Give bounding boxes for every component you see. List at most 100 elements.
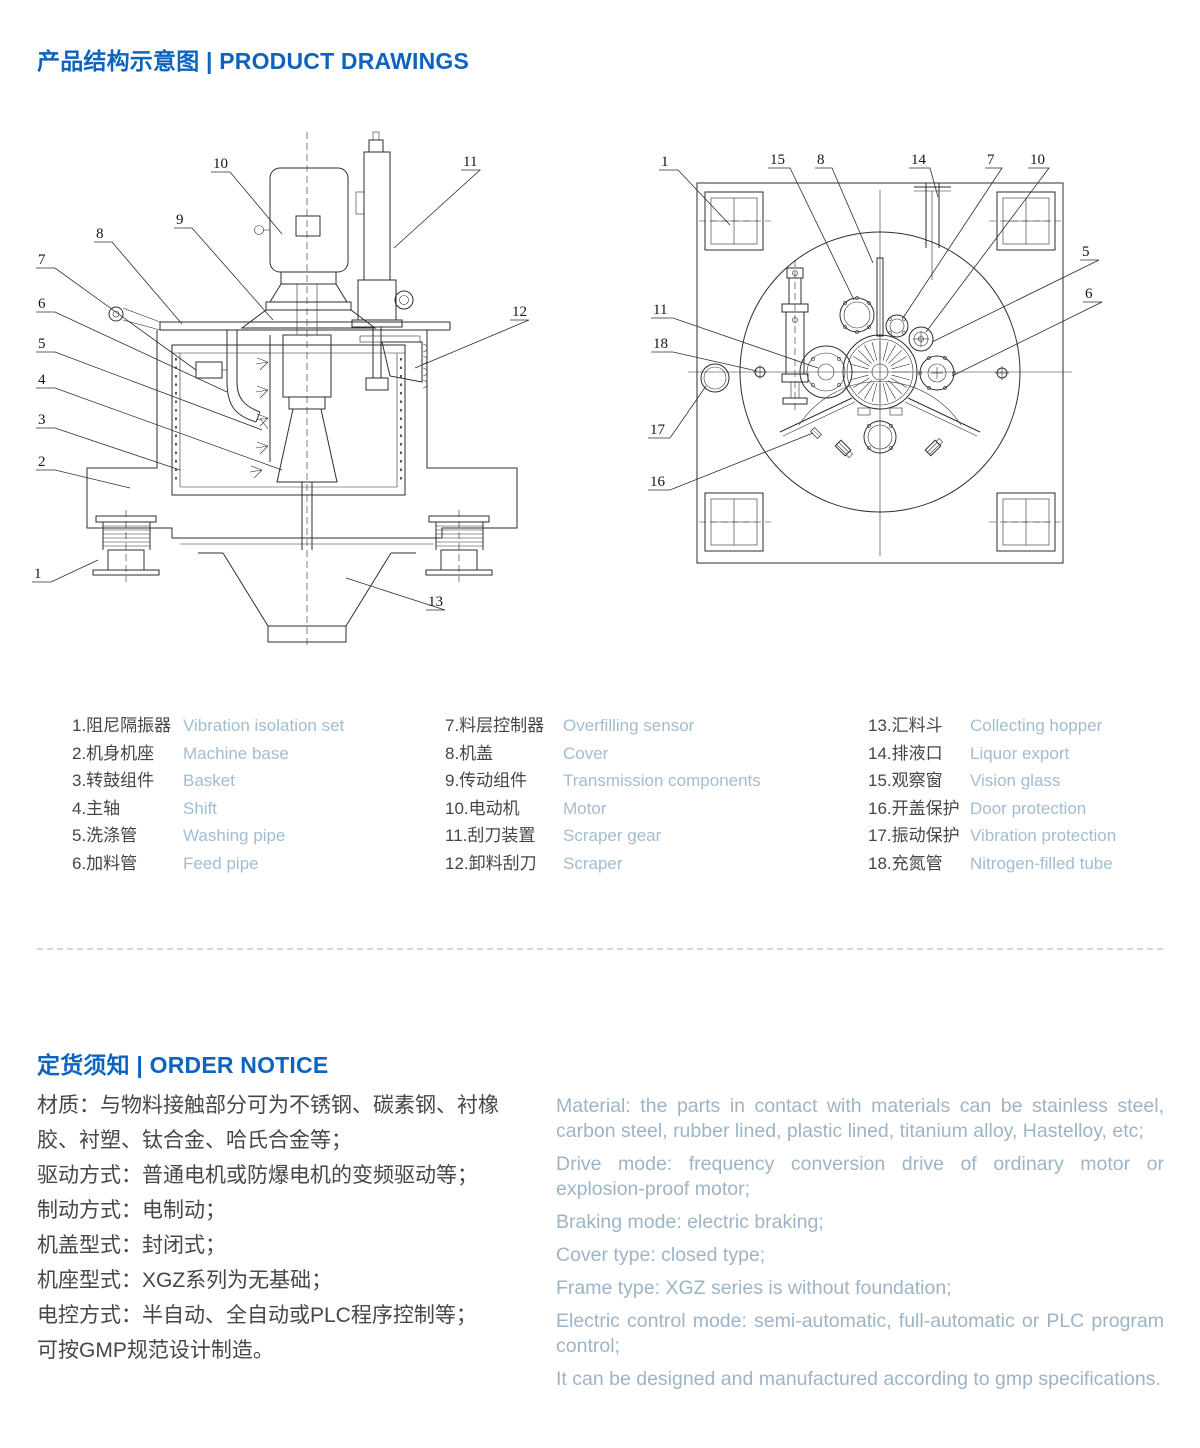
notice-cn-material: 材质：与物料接触部分可为不锈钢、碳素钢、衬橡胶、衬塑、钛合金、哈氏合金等； — [37, 1094, 499, 1152]
legend-cn: 17.振动保护 — [868, 826, 960, 845]
legend-cn: 10.电动机 — [445, 798, 520, 818]
notice-en-drive: Drive mode: frequency conversion drive o… — [556, 1153, 1164, 1200]
small-flange — [908, 326, 934, 352]
side-view-callouts: 10 11 9 8 7 6 5 4 3 2 1 12 13 — [32, 154, 530, 611]
legend-cn: 4.主轴 — [72, 798, 121, 818]
legend-item: 12.卸料刮刀 Scraper — [445, 850, 761, 878]
callout-3: 3 — [38, 412, 46, 428]
callout-1: 1 — [34, 566, 42, 582]
legend-item: 6.加料管 Feed pipe — [72, 850, 344, 878]
legend-item: 13.汇料斗 Collecting hopper — [868, 712, 1116, 740]
legend-en: Shift — [183, 798, 218, 818]
legend-en: Vibration protection — [970, 826, 1117, 845]
legend-cn: 9.传动组件 — [445, 771, 528, 790]
notice-en-control: Electric control mode: semi-automatic, f… — [556, 1310, 1164, 1357]
overfill-sensor — [195, 361, 227, 379]
legend-en: Cover — [563, 743, 609, 763]
motor-fan — [842, 257, 918, 416]
notice-cn-cover: 机盖型式：封闭式； — [37, 1234, 226, 1257]
nitrogen-port — [753, 365, 767, 379]
basket — [171, 344, 406, 496]
callout-18: 18 — [653, 336, 668, 352]
corner-window-bottom-right — [989, 492, 1061, 552]
legend-en: Washing pipe — [183, 826, 286, 845]
callout-13: 13 — [428, 594, 443, 610]
vibration-isolator-right — [425, 510, 493, 582]
product-drawings-title: 产品结构示意图 | PRODUCT DRAWINGS — [37, 48, 470, 74]
legend-column-1: 1.阻尼隔振器 Vibration isolation set 2.机身机座 Mac… — [72, 712, 344, 877]
legend-cn: 15.观察窗 — [868, 771, 943, 790]
section-divider — [37, 948, 1163, 950]
legend-en: Transmission components — [563, 771, 761, 790]
base-plate — [696, 182, 1064, 564]
motor — [254, 167, 352, 311]
bottom-port — [863, 420, 897, 454]
legend-en: Scraper — [563, 853, 623, 873]
top-view-drawing: 1 15 8 14 7 10 5 6 11 18 17 16 — [648, 152, 1103, 564]
feed-pipe — [226, 330, 269, 430]
order-notice-chinese: 材质：与物料接触部分可为不锈钢、碳素钢、衬橡胶、衬塑、钛合金、哈氏合金等； 驱动… — [37, 1088, 519, 1368]
legend-en: Overfilling sensor — [563, 716, 695, 735]
collecting-hopper — [198, 552, 416, 643]
legend-cn: 2.机身机座 — [72, 743, 155, 763]
callout-7: 7 — [987, 152, 995, 168]
legend-item: 17.振动保护 Vibration protection — [868, 822, 1116, 850]
order-notice-english: Material: the parts in contact with mate… — [556, 1094, 1164, 1400]
side-view-drawing: 10 11 9 8 7 6 5 4 3 2 1 12 13 — [32, 131, 530, 646]
right-small-port — [995, 366, 1009, 380]
callout-16: 16 — [650, 474, 666, 490]
callout-10: 10 — [213, 156, 228, 172]
callout-5: 5 — [38, 336, 46, 352]
legend-cn: 14.排液口 — [868, 743, 943, 763]
callout-1: 1 — [661, 154, 669, 170]
machine-base — [86, 330, 518, 545]
callout-6: 6 — [38, 296, 46, 312]
legend-item: 4.主轴 Shift — [72, 795, 344, 823]
notice-en-frame: Frame type: XGZ series is without founda… — [556, 1277, 952, 1299]
callout-6: 6 — [1085, 286, 1093, 302]
legend-cn: 12.卸料刮刀 — [445, 853, 537, 873]
callout-11: 11 — [653, 302, 667, 318]
notice-cn-braking: 制动方式：电制动； — [37, 1199, 226, 1222]
corner-window-top-left — [699, 191, 771, 251]
legend-item: 5.洗涤管 Washing pipe — [72, 822, 344, 850]
callout-11: 11 — [463, 154, 477, 170]
corner-window-bottom-left — [699, 492, 771, 552]
callout-5: 5 — [1082, 244, 1090, 260]
legend-cn: 3.转鼓组件 — [72, 771, 155, 790]
legend-cn: 13.汇料斗 — [868, 716, 943, 735]
notice-en-cover: Cover type: closed type; — [556, 1244, 766, 1266]
legend-en: Collecting hopper — [970, 716, 1103, 735]
legend-en: Vision glass — [970, 771, 1061, 790]
legend-item: 9.传动组件 Transmission components — [445, 767, 761, 795]
top-view-callouts: 1 15 8 14 7 10 5 6 11 18 17 16 — [648, 152, 1103, 491]
legend-item: 2.机身机座 Machine base — [72, 740, 344, 768]
legend-en: Machine base — [183, 743, 289, 763]
legend-item: 15.观察窗 Vision glass — [868, 767, 1116, 795]
corner-window-top-right — [989, 191, 1061, 251]
main-shaft — [276, 334, 338, 550]
scraper-blade — [876, 257, 884, 337]
legend-en: Feed pipe — [183, 853, 259, 873]
callout-9: 9 — [176, 212, 184, 228]
legend-en: Vibration isolation set — [183, 716, 345, 735]
right-flange — [918, 355, 956, 391]
callout-7: 7 — [38, 252, 46, 268]
legend-cn: 5.洗涤管 — [72, 826, 138, 845]
legend-cn: 6.加料管 — [72, 853, 138, 873]
callout-17: 17 — [650, 422, 666, 438]
legend-cn: 18.充氮管 — [868, 853, 943, 873]
notice-cn-frame: 机座型式：XGZ系列为无基础； — [37, 1269, 333, 1292]
notice-cn-control: 电控方式：半自动、全自动或PLC程序控制等； — [37, 1304, 477, 1327]
legend-item: 1.阻尼隔振器 Vibration isolation set — [72, 712, 344, 740]
notice-en-braking: Braking mode: electric braking; — [556, 1211, 824, 1233]
legend-cn: 1.阻尼隔振器 — [72, 716, 172, 735]
